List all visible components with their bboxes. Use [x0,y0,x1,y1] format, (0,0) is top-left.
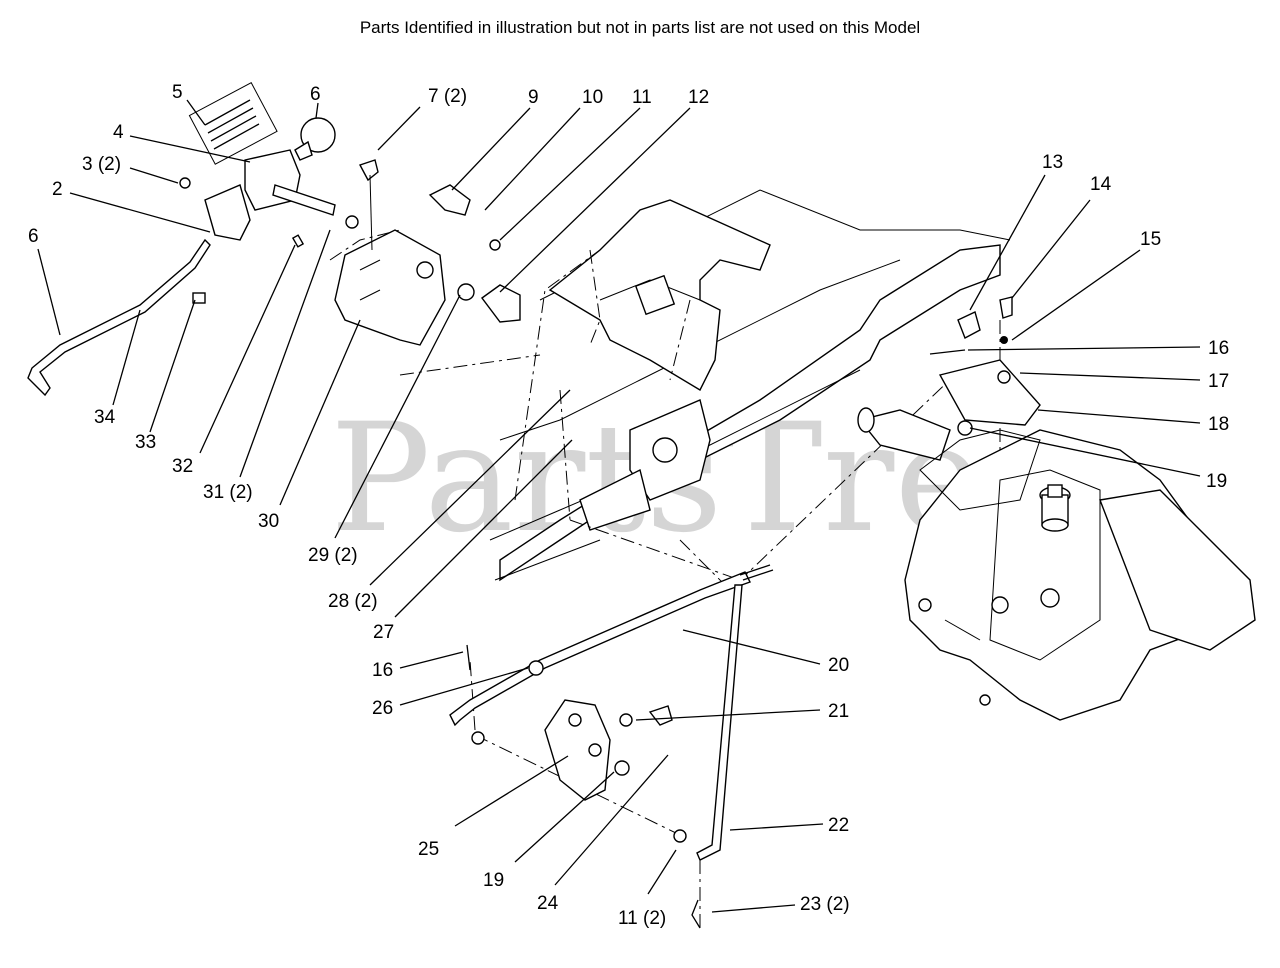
callout-25: 25 [418,839,439,860]
callout-5: 5 [172,82,183,103]
callout-20: 20 [828,655,849,676]
spring-5 [188,82,278,165]
callout-9: 9 [528,87,539,108]
callout-15: 15 [1140,229,1161,250]
callout-12: 12 [688,87,709,108]
callout-31: 31 (2) [203,482,253,503]
callout-32: 32 [172,456,193,477]
callout-23: 23 (2) [800,894,850,915]
callout-7: 7 (2) [428,86,467,107]
callout-3: 3 (2) [82,154,121,175]
callout-10: 10 [582,87,603,108]
callout-14: 14 [1090,174,1112,195]
callout-19-lower: 19 [483,870,504,891]
callout-labels: 5 6 4 3 (2) 2 6 7 (2) 9 10 11 12 13 14 1… [28,82,1229,929]
callout-13: 13 [1042,152,1063,173]
control-bracket [548,199,771,531]
callout-18: 18 [1208,414,1229,435]
callout-4: 4 [113,122,124,143]
callout-30: 30 [258,511,279,532]
callout-6-top: 6 [310,84,321,105]
callout-26: 26 [372,698,393,719]
shift-lever-assembly [27,82,521,397]
callout-11-lower: 11 (2) [618,908,666,929]
callout-16-lower: 16 [372,660,393,681]
callout-27: 27 [373,622,394,643]
callout-16-right: 16 [1208,338,1229,359]
transaxle [857,296,1256,721]
callout-2: 2 [52,179,63,200]
callout-29: 29 (2) [308,545,358,566]
callout-11-top: 11 [632,87,652,108]
callout-22: 22 [828,815,849,836]
linkage-rods [449,564,774,929]
callout-17: 17 [1208,371,1229,392]
callout-24: 24 [537,893,559,914]
callout-28: 28 (2) [328,591,378,612]
header-note: Parts Identified in illustration but not… [359,18,921,37]
callout-34: 34 [94,407,116,428]
callout-6-left: 6 [28,226,39,247]
leader-lines [37,99,1201,913]
callout-33: 33 [135,432,156,453]
callout-21: 21 [828,701,849,722]
callout-19-right: 19 [1206,471,1227,492]
